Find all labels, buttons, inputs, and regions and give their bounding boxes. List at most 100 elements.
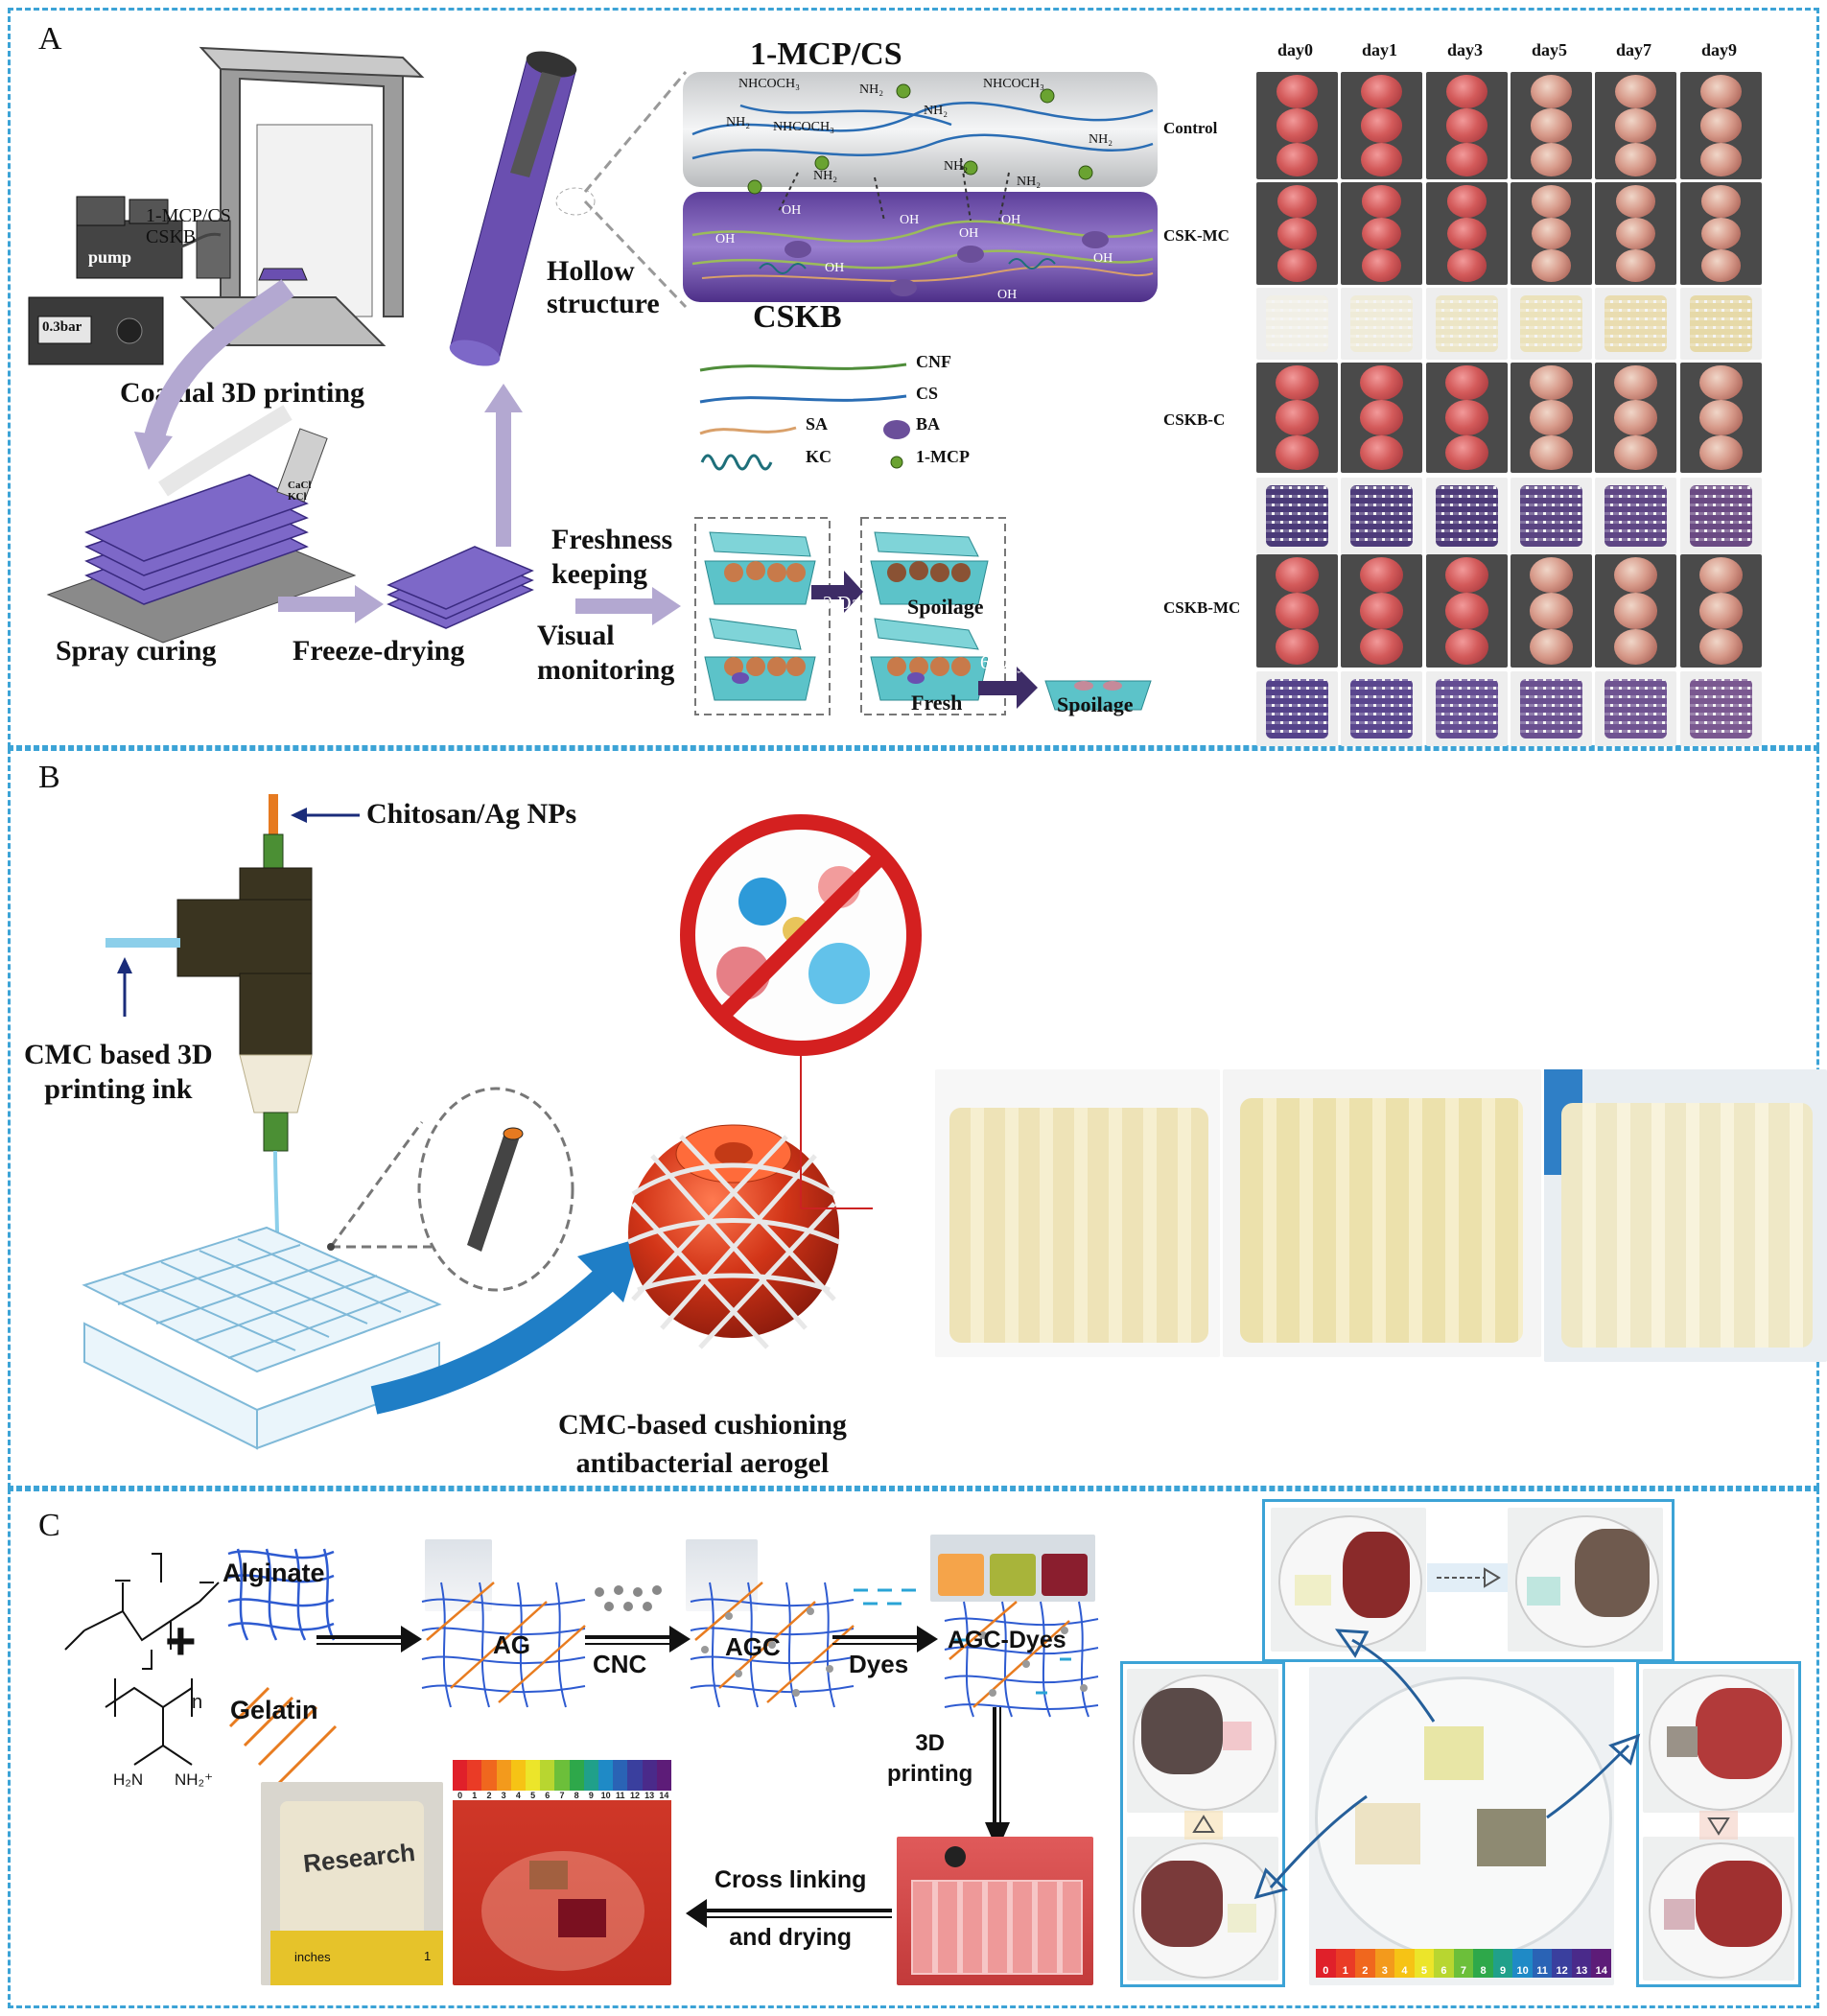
lychee-photo [1426,554,1508,668]
lychee-fruit [1614,142,1657,176]
lychee-fruit [1277,185,1318,218]
meat-frame-top [1262,1499,1675,1662]
lychee-photo [1426,72,1508,179]
film-photo [1680,478,1762,554]
lychee-fruit [1699,434,1743,470]
lychee-fruit [1614,434,1657,470]
ph-scale-cell: 10 [1512,1949,1533,1978]
indicator-film [1690,295,1752,352]
arrow-right-icon [278,585,384,623]
ph-scale-label: 13 [1576,1965,1588,1977]
lychee-photo [1511,554,1592,668]
ph-scale-cell: 4 [1394,1949,1415,1978]
pump-label: pump [88,247,132,267]
ph-scale-cell: 2 [1355,1949,1375,1978]
ph-scale-label: 9 [1500,1965,1507,1977]
callout-line [800,1055,873,1209]
lychee-fruit [1530,400,1573,435]
lychee-photo [1426,363,1508,473]
film-photo [1426,671,1508,746]
lychee-fruit [1531,249,1572,282]
ph-scale-cell: 1 [1335,1949,1356,1978]
row-label-cskb-mc: CSKB-MC [1163,598,1241,617]
lychee-fruit [1529,557,1574,594]
chem-label: n [192,1692,203,1713]
row-label-csk-mc: CSK-MC [1163,226,1230,245]
agc-label: AGC [725,1632,781,1661]
lychee-fruit [1445,75,1488,109]
lychee-fruit [1360,434,1403,470]
day-header-day9: day9 [1701,40,1738,59]
spray-curing-illustration [46,405,357,644]
molecular-structure-diagram [683,72,1158,302]
indicator-film [1604,485,1667,547]
chem-group-label: NHCOCH₃ [773,120,834,134]
legend-label-kc: KC [806,447,832,466]
indicator-film [1604,295,1667,352]
arrow-right-icon [575,587,681,625]
lychee-fruit [1615,185,1656,218]
lychee-fruit [1530,142,1573,176]
ph-scale-cell: 8 [1473,1949,1493,1978]
lychee-fruit [1699,142,1743,176]
film-photo [1341,288,1422,360]
indicator-dish-photo [1309,1667,1614,1985]
pressure-readout: 0.3bar [42,319,82,335]
arrow-up-right-icon [1546,1733,1641,1819]
blue-arrow-icon [370,1237,643,1415]
ph-scale-cell: 14 [656,1760,671,1800]
ag-network [421,1582,586,1708]
film-photo [1256,478,1338,554]
ph-scale-cell: 0 [453,1760,468,1800]
ph-scale-cell: 14 [1591,1949,1611,1978]
lychee-fruit [1530,75,1573,109]
ph-scale-cell: 4 [510,1760,526,1800]
chem-group-label: NHCOCH₃ [738,77,800,91]
legend-label-cs: CS [916,384,939,403]
lychee-fruit [1444,628,1489,665]
ph-scale-label: 11 [1536,1965,1548,1977]
lychee-fruit [1529,593,1574,629]
chem-group-label: OH [900,213,920,227]
ph-scale-cell: 6 [540,1760,555,1800]
lychee-fruit [1359,628,1404,665]
lychee-fruit [1276,400,1319,435]
ph-scale-cell: 5 [526,1760,541,1800]
lychee-fruit [1446,217,1487,250]
lychee-fruit [1699,108,1743,143]
chem-group-label: OH [959,226,979,241]
lychee-fruit [1275,593,1320,629]
indicator-film [1350,679,1413,738]
legend-swatch-1-mcp [890,456,903,469]
ph-scale-cell: 9 [583,1760,598,1800]
timeline-fresh: Fresh [911,691,963,715]
timeline-spoilage: Spoilage [1057,692,1134,716]
lychee-fruit [1613,593,1658,629]
ph-scale-label: 2 [1362,1965,1369,1977]
cnc-label: CNC [593,1650,647,1678]
lychee-fruit [1276,108,1319,143]
lychee-fruit [1275,557,1320,594]
chem-group-label: NH₂ [726,115,751,129]
zoom-lines [583,71,688,309]
lychee-fruit [1613,628,1658,665]
lychee-fruit [1530,108,1573,143]
lychee-fruit [1276,142,1319,176]
aerogel-apple-illustration [626,1124,841,1349]
dyes-label: Dyes [849,1650,909,1678]
lychee-fruit [1446,185,1487,218]
ph-scale-label: 3 [1381,1965,1388,1977]
spray-bottle-label: CaCl KCl [288,480,312,503]
arrow-right-icon [832,1626,938,1653]
lychee-fruit [1698,593,1744,629]
arrow-down-icon [985,1707,1010,1851]
ruler-mark-label: 1 [424,1949,432,1963]
chem-group-label: OH [997,288,1018,302]
chem-group-label: NH₂ [1017,175,1042,189]
alginate-label: Alginate [223,1559,325,1587]
chem-group-label: NH₂ [924,104,949,118]
lychee-photo [1341,554,1422,668]
lychee-fruit [1700,217,1742,250]
lychee-fruit [1698,628,1744,665]
lychee-fruit [1531,217,1572,250]
